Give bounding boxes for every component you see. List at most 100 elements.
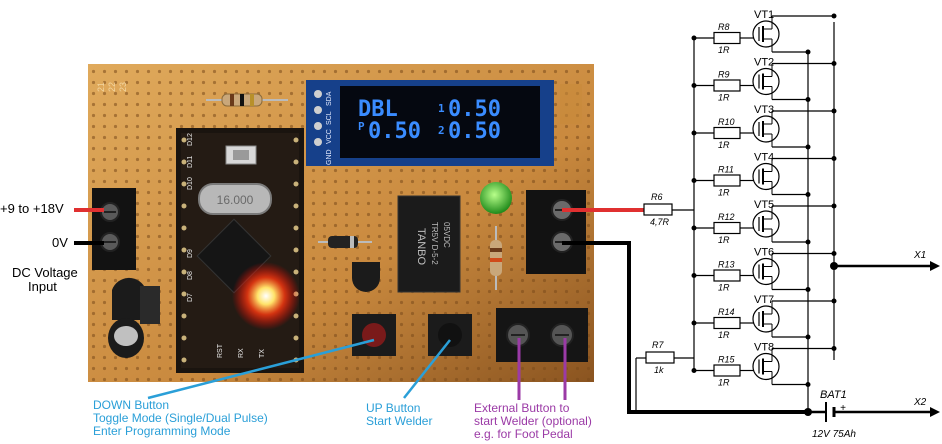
gate-resistor-value: 1R [718, 93, 730, 103]
relay-model: TR5V D-5-2 [430, 222, 439, 265]
gate-resistor-name: R12 [718, 212, 735, 222]
mosfet-label: VT4 [754, 152, 774, 164]
oled-pulse2-value: 0.50 [448, 119, 501, 144]
dc-input-label-line1: DC Voltage [12, 265, 78, 280]
output-x2: X2 [913, 397, 927, 408]
gate-resistor [713, 364, 741, 377]
gate-resistor-name: R9 [718, 70, 730, 80]
up-button-label-line2: Start Welder [366, 414, 433, 428]
row-numbers: 21 22 23 [96, 82, 128, 92]
nano-pin-labels: D12 D11 D10 D9 D8 D7 RST RX TX [187, 133, 266, 358]
svg-text:TX: TX [259, 349, 266, 358]
down-button-label-line3: Enter Programming Mode [93, 424, 231, 438]
mosfet-label: VT1 [754, 9, 774, 21]
down-button-label-line2: Toggle Mode (Single/Dual Pulse) [93, 411, 268, 425]
battery-value: 12V 75Ah [812, 429, 856, 440]
oled-pulse2-label: 2 [438, 124, 445, 137]
mosfet-label: VT2 [754, 57, 774, 69]
output-x1: X1 [913, 250, 926, 261]
gate-resistor-name: R11 [718, 165, 734, 175]
up-button-pointer [403, 339, 451, 399]
board-resistor [206, 93, 288, 107]
oled-pulse1-value: 0.50 [448, 97, 501, 122]
relay-brand: TANBO [415, 228, 427, 266]
resistor-r6 [643, 203, 673, 216]
mosfet-symbol [752, 352, 780, 381]
oled-mode: DBL [358, 97, 398, 122]
svg-text:D10: D10 [187, 177, 194, 190]
oled-pin-label: SCL [326, 111, 333, 125]
gate-resistor-value: 1R [718, 188, 730, 198]
gate-resistor-name: R8 [718, 22, 730, 32]
mosfet-symbol [752, 20, 780, 48]
input-wires [74, 208, 104, 245]
ext-button-label-line1: External Button to [474, 401, 570, 415]
up-button-label-line1: UP Button [366, 401, 421, 415]
mosfet-array: VT1R81RVT2R91RVT3R101RVT4R111RVT5R121RVT… [691, 9, 837, 388]
row-number: 21 [96, 82, 106, 92]
schematic [635, 22, 940, 422]
mosfet-symbol [752, 305, 780, 333]
gate-resistor-name: R10 [718, 117, 735, 127]
v-in-label: +9 to +18V [0, 201, 64, 216]
row-number: 22 [107, 82, 117, 92]
green-led [480, 182, 512, 214]
down-button [352, 314, 396, 356]
oled-p-value: 0.50 [368, 119, 421, 144]
dc-input-terminal [92, 188, 136, 270]
schematic-labels: R6 4,7R R7 1k BAT1 + 12V 75Ah X1 X2 [650, 192, 927, 440]
arduino-nano: 16.000 D12 D11 D10 D9 D8 D7 RST RX TX [176, 128, 304, 373]
led-resistor [490, 226, 502, 290]
mosfet-label: VT6 [754, 247, 774, 259]
mosfet-symbol [752, 210, 780, 238]
r7-value: 1k [654, 365, 664, 375]
oled-pins [314, 90, 322, 146]
gate-resistor [713, 174, 741, 187]
crystal-label: 16.000 [217, 193, 254, 207]
mosfet-symbol [752, 115, 780, 143]
ext-button-label-line3: e.g. for Foot Pedal [474, 427, 573, 441]
diode [318, 236, 372, 248]
mosfet-label: VT3 [754, 104, 774, 116]
mosfet-label: VT7 [754, 294, 774, 306]
gate-resistor [713, 221, 741, 235]
capacitor [108, 318, 144, 358]
gate-resistor-value: 1R [718, 140, 730, 150]
gate-resistor-value: 1R [718, 283, 730, 293]
resistor-r7 [645, 351, 675, 364]
relay: TANBO TR5V D-5-2 05VDC [397, 195, 461, 293]
down-button-label-line1: DOWN Button [93, 398, 170, 412]
oled-pin-label: SDA [326, 91, 333, 106]
zero-v-label: 0V [52, 235, 68, 250]
svg-text:D7: D7 [187, 293, 194, 302]
oled-p-label: P [358, 120, 365, 133]
transistor-to92 [352, 262, 380, 292]
gate-resistor-value: 1R [718, 235, 730, 245]
down-button-pointer [147, 338, 375, 400]
oled-pin-label: VCC [326, 129, 333, 144]
battery-name: BAT1 [820, 389, 847, 401]
mosfet-label: VT5 [754, 199, 774, 211]
relay-voltage: 05VDC [442, 222, 451, 248]
ext-button-label-line2: start Welder (optional) [474, 414, 592, 428]
gate-resistor [713, 79, 741, 92]
gate-resistor-name: R14 [718, 307, 735, 317]
gate-resistor-name: R15 [718, 355, 736, 365]
gate-resistor-value: 1R [718, 45, 730, 55]
gate-resistor [713, 126, 741, 140]
r7-name: R7 [652, 340, 664, 350]
gate-resistor-name: R13 [718, 260, 735, 270]
gate-resistor-value: 1R [718, 330, 730, 340]
voltage-regulator [112, 277, 160, 324]
output-terminal [526, 190, 586, 274]
battery-plus: + [840, 403, 846, 414]
dc-input-label-line2: Input [28, 279, 57, 294]
r6-name: R6 [651, 192, 663, 202]
